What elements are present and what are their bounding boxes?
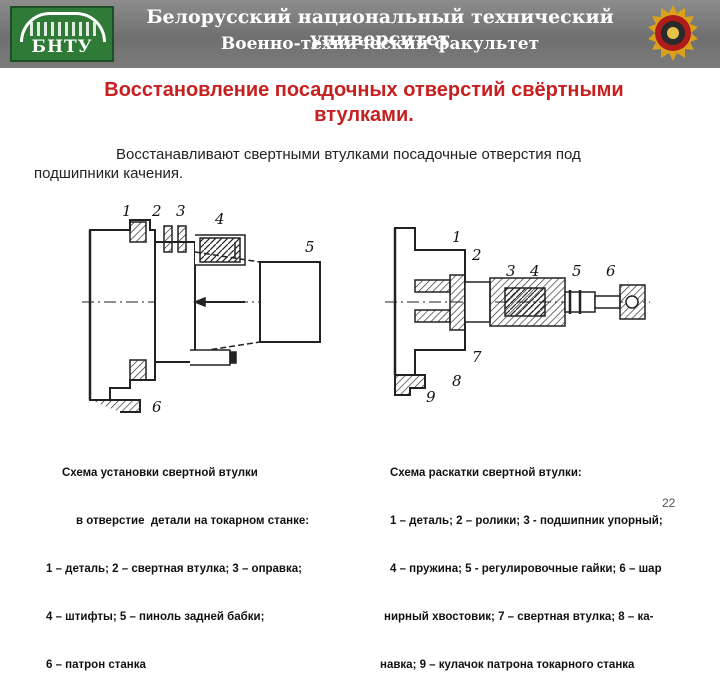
faculty-name: Военно-технический факультет — [220, 34, 540, 54]
right-label-6: 6 — [606, 262, 616, 280]
page-number: 22 — [662, 496, 676, 510]
right-label-9: 9 — [426, 388, 436, 406]
left-caption-line: в отверстие детали на токарном станке: — [76, 515, 310, 527]
technical-drawings: 1 2 3 4 5 6 1 2 3 4 5 6 7 8 9 — [82, 202, 650, 416]
title-line-2: втулками. — [314, 104, 414, 126]
right-caption-line: Схема раскатки свертной втулки: — [390, 467, 582, 479]
left-caption: Схема установки свертной втулки в отверс… — [46, 433, 309, 689]
left-drawing-labels: 1 2 3 4 5 6 — [122, 202, 315, 416]
header-banner: БНТУ Белорусский национальный технически… — [0, 0, 720, 68]
left-drawing — [82, 219, 321, 413]
left-caption-line: 6 – патрон станка — [46, 659, 146, 671]
right-label-8: 8 — [452, 372, 462, 390]
left-label-2: 2 — [151, 202, 162, 220]
left-caption-line: Схема установки свертной втулки — [62, 467, 258, 479]
right-label-5: 5 — [572, 262, 582, 280]
left-label-4: 4 — [214, 210, 225, 228]
left-caption-line: 4 – штифты; 5 – пиноль задней бабки; — [46, 611, 265, 623]
left-caption-line: 1 – деталь; 2 – свертная втулка; 3 – опр… — [46, 563, 302, 575]
right-caption-line: навка; 9 – кулачок патрона токарного ста… — [380, 659, 635, 671]
right-label-4: 4 — [529, 262, 540, 280]
title-line-1: Восстановление посадочных отверстий свёр… — [104, 79, 624, 101]
left-label-3: 3 — [176, 202, 186, 220]
right-caption-line: 1 – деталь; 2 – ролики; 3 - подшипник уп… — [390, 515, 663, 527]
right-drawing-labels: 1 2 3 4 5 6 7 8 9 — [426, 228, 616, 406]
faculty-emblem-icon — [648, 5, 698, 61]
right-caption-line: нирный хвостовик; 7 – свертная втулка; 8… — [384, 611, 654, 623]
logo-text: БНТУ — [31, 37, 93, 57]
right-drawing — [385, 227, 650, 396]
right-label-1: 1 — [452, 228, 462, 246]
left-label-6: 6 — [152, 398, 162, 416]
slide-paragraph: Восстанавливают свертными втулками посад… — [34, 145, 694, 183]
paragraph-line-1: Восстанавливают свертными втулками посад… — [116, 146, 581, 163]
left-label-1: 1 — [122, 202, 132, 220]
right-label-7: 7 — [472, 348, 482, 366]
right-label-2: 2 — [471, 246, 482, 264]
right-caption-line: 4 – пружина; 5 - регулировочные гайки; 6… — [390, 563, 662, 575]
right-label-3: 3 — [506, 262, 516, 280]
bntu-logo: БНТУ — [10, 6, 114, 62]
slide-title: Восстановление посадочных отверстий свёр… — [40, 78, 688, 128]
paragraph-line-2: подшипники качения. — [34, 165, 184, 182]
logo-stripes — [30, 22, 96, 36]
right-caption: Схема раскатки свертной втулки: 1 – дета… — [380, 433, 663, 689]
left-label-5: 5 — [305, 238, 315, 256]
university-name: Белорусский национальный технический уни… — [146, 6, 614, 50]
